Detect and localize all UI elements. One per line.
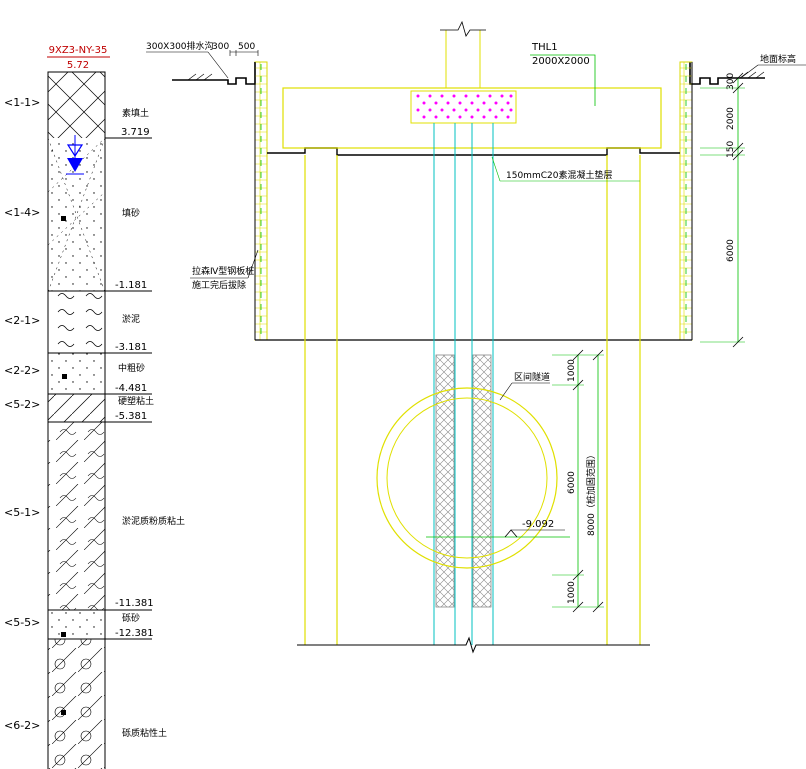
layer-code-1-1: <1-1> (4, 96, 40, 109)
dimension-chain-tunnel: 1000 6000 1000 8000（桩加固范围） (552, 349, 604, 613)
drain-left (172, 62, 256, 85)
layer-code-2-2: <2-2> (4, 364, 40, 377)
beam-size: 2000X2000 (532, 56, 590, 67)
layer-name-1-4: 填砂 (122, 207, 140, 219)
tunnel-label: 区间隧道 (514, 371, 550, 383)
pile-right (606, 155, 641, 645)
layer-2-2-hatch (48, 353, 105, 394)
layer-code-2-1: <2-1> (4, 314, 40, 327)
layer-name-5-5: 砾砂 (122, 612, 140, 624)
water-table-icon (66, 135, 84, 175)
cushion-label: 150mmC20素混凝土垫层 (506, 169, 612, 181)
layer-5-2-hatch (48, 394, 105, 422)
tunnel-outer (376, 387, 558, 569)
layer-name-6-2: 砾质粘性土 (122, 727, 167, 739)
layer-bottom-1-4: -1.181 (115, 280, 147, 291)
layer-code-1-4: <1-4> (4, 206, 40, 219)
rebar-dots (416, 94, 513, 119)
layer-name-5-2: 硬塑粘土 (118, 395, 154, 407)
layer-bottom-1-1: 3.719 (121, 127, 150, 138)
reinforce-zone-right (472, 354, 492, 608)
dim-beam: 2000 (726, 107, 736, 130)
ground-label: 地面标高 (760, 53, 796, 65)
drain-label: 300X300排水沟 (146, 40, 214, 52)
dimension-chain-right: 300 2000 150 6000 (700, 73, 745, 348)
layer-name-5-1: 淤泥质粉质粘土 (122, 515, 185, 527)
layer-2-1-hatch (48, 291, 105, 353)
layer-code-6-2: <6-2> (4, 719, 40, 732)
layer-code-5-2: <5-2> (4, 398, 40, 411)
layer-1-1-hatch (48, 72, 105, 138)
layer-bottom-2-2: -4.481 (115, 383, 147, 394)
cushion-line (267, 147, 680, 156)
dim-pit: 6000 (726, 239, 736, 262)
drain-right (689, 62, 765, 85)
drain-dim-1: 300 (212, 42, 229, 52)
layer-name-2-2: 中粗砂 (118, 362, 145, 374)
reinforce-zone-left (435, 354, 455, 608)
dim-reinforce-top: 1000 (567, 359, 577, 382)
layer-bottom-2-1: -3.181 (115, 342, 147, 353)
dim-cushion: 150 (726, 141, 736, 158)
layer-6-2-hatch (48, 639, 105, 769)
layer-5-5-hatch (48, 610, 105, 639)
dim-total: 8000（桩加固范围） (585, 450, 597, 536)
layer-bottom-5-2: -5.381 (115, 411, 147, 422)
dim-reinforce-bottom: 1000 (567, 581, 577, 604)
drain-dim-2: 500 (238, 42, 255, 52)
cyan-piles (433, 123, 494, 645)
tunnel-inner (386, 397, 548, 559)
layer-5-1-hatch (48, 422, 105, 610)
sheet-pile-label-2: 施工完后拔除 (192, 279, 246, 291)
pile-left (304, 155, 338, 645)
layer-code-5-5: <5-5> (4, 616, 40, 629)
beam-label: THL1 (531, 42, 558, 53)
dim-tunnel: 6000 (567, 471, 577, 494)
sheet-pile-label-1: 拉森Ⅳ型钢板桩 (192, 265, 254, 277)
borehole-top-elevation: 5.72 (67, 60, 89, 71)
foundation-section: 300X300排水沟 300 500 地面标高 (146, 20, 806, 654)
borehole-id: 9XZ3-NY-35 (49, 45, 108, 56)
layer-name-1-1: 素填土 (122, 107, 149, 119)
layer-code-5-1: <5-1> (4, 506, 40, 519)
layer-bottom-5-5: -12.381 (115, 628, 154, 639)
tunnel-elevation: -9.092 (522, 519, 554, 530)
layer-name-2-1: 淤泥 (122, 313, 140, 325)
dim-top: 300 (726, 73, 736, 90)
borehole-log: 9XZ3-NY-35 5.72 (4, 45, 185, 769)
layer-bottom-5-1: -11.381 (115, 598, 154, 609)
